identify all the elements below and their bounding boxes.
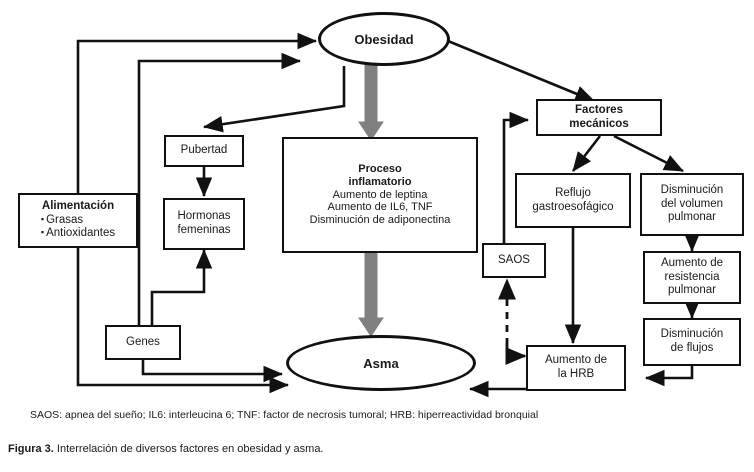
edge-proceso-to-asma — [358, 252, 384, 337]
figure-caption: Figura 3. Interrelación de diversos fact… — [8, 443, 748, 455]
node-alimentacion-title: Alimentación — [41, 200, 115, 213]
node-saos[interactable]: SAOS — [482, 243, 546, 278]
node-genes[interactable]: Genes — [105, 325, 181, 360]
node-reflujo-line2: gastroesofágico — [532, 200, 614, 213]
edge-saos-to-factores — [502, 111, 530, 243]
node-asma[interactable]: Asma — [286, 335, 476, 391]
node-resistencia-line3: pulmonar — [668, 284, 716, 297]
node-saos-label: SAOS — [498, 253, 530, 266]
node-alimentacion-item-1: Antioxidantes — [41, 227, 115, 241]
node-hrb-line2: la HRB — [557, 368, 595, 380]
node-disminucion-volumen-pulmonar[interactable]: Disminución del volumen pulmonar — [640, 173, 744, 236]
node-obesidad[interactable]: Obesidad — [318, 12, 450, 66]
node-resistencia-line2: resistencia — [664, 270, 720, 283]
node-volumen-line1: Disminución — [660, 184, 724, 197]
node-aumento-resistencia-pulmonar[interactable]: Aumento de resistencia pulmonar — [643, 251, 741, 304]
edge-obesidad-to-proceso — [358, 61, 384, 141]
abbreviations-note: SAOS: apnea del sueño; IL6: interleucina… — [30, 409, 539, 421]
node-factores-mecanicos[interactable]: Factores mecánicos — [536, 99, 662, 136]
node-asma-label: Asma — [363, 355, 399, 371]
node-proceso-detail-3: Disminución de adiponectina — [309, 214, 451, 227]
node-alimentacion-items: Grasas Antioxidantes — [41, 214, 115, 241]
edge-obesidad-to-pubertad — [202, 66, 346, 133]
node-hormonas-femeninas[interactable]: Hormonas femeninas — [163, 198, 245, 250]
edge-genes-to-obesidad — [137, 52, 302, 330]
node-obesidad-label: Obesidad — [354, 31, 414, 47]
edge-flujos-to-hrb — [644, 366, 694, 387]
node-flujos-line1: Disminución — [660, 328, 724, 341]
edge-alimentacion-to-obesidad — [76, 32, 318, 193]
node-flujos-line2: de flujos — [670, 342, 714, 354]
figure-number: Figura 3. — [8, 443, 54, 455]
node-pubertad[interactable]: Pubertad — [164, 135, 244, 167]
node-disminucion-flujos[interactable]: Disminución de flujos — [643, 318, 741, 366]
node-proceso-detail-2: Aumento de IL6, TNF — [327, 201, 433, 214]
node-factores-line1: Factores — [575, 103, 623, 116]
node-aumento-hrb[interactable]: Aumento de la HRB — [526, 345, 626, 391]
node-hormonas-line2: femeninas — [177, 224, 231, 236]
edge-factores-to-volumen — [613, 134, 684, 173]
node-factores-line2: mecánicos — [569, 117, 629, 130]
node-volumen-line2: del volumen — [660, 197, 723, 210]
node-hormonas-line1: Hormonas — [177, 210, 231, 223]
node-alimentacion-item-0: Grasas — [41, 214, 115, 228]
edge-genes-to-hormonas — [150, 248, 213, 330]
node-proceso-title-line1: Proceso — [358, 162, 402, 175]
edge-saos-hrb-dashed-down — [505, 345, 527, 365]
node-proceso-detail-1: Aumento de leptina — [332, 188, 428, 201]
node-hrb-line1: Aumento de — [544, 354, 607, 367]
edge-obesidad-to-factores — [447, 39, 595, 103]
figure-caption-text: Interrelación de diversos factores en ob… — [53, 443, 324, 455]
edge-factores-to-reflujo — [571, 135, 602, 172]
node-reflujo-line1: Reflujo — [555, 186, 591, 199]
node-proceso-title-line2: inflamatorio — [348, 175, 412, 188]
node-genes-label: Genes — [126, 335, 160, 348]
node-volumen-line3: pulmonar — [668, 211, 716, 224]
edge-alimentacion-to-asma — [76, 248, 290, 394]
edge-genes-to-asma — [141, 360, 284, 383]
node-alimentacion[interactable]: Alimentación Grasas Antioxidantes — [18, 193, 138, 248]
node-reflujo-gastroesofagico[interactable]: Reflujo gastroesofágico — [515, 173, 631, 228]
node-proceso-inflamatorio[interactable]: Proceso inflamatorio Aumento de leptina … — [282, 137, 478, 253]
node-pubertad-label: Pubertad — [180, 144, 228, 157]
node-resistencia-line1: Aumento de — [660, 257, 723, 270]
